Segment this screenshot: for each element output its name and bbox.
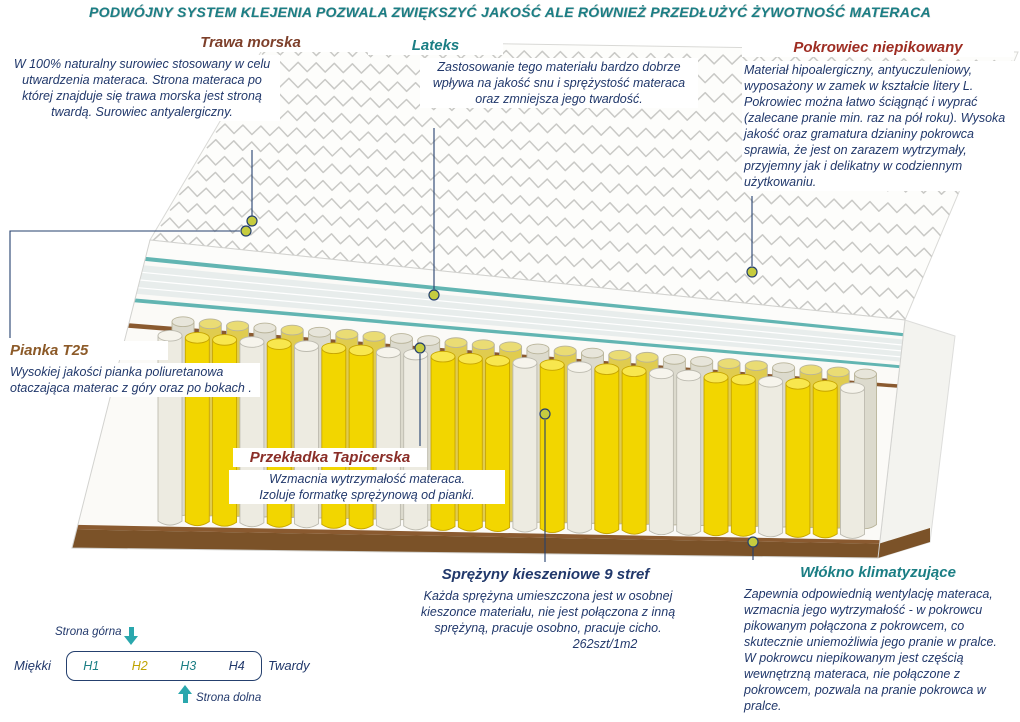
soft-label: Miękki	[14, 658, 51, 673]
callout-title-trawa-morska: Trawa morska	[128, 33, 373, 53]
arrow-head	[178, 685, 192, 694]
callout-body-sprezyny: Każda sprężyna umieszczona jest w osobne…	[412, 587, 684, 637]
front-cross-section	[71, 239, 906, 559]
main-header: PODWÓJNY SYSTEM KLEJENIA POZWALA ZWIĘKSZ…	[89, 4, 931, 20]
hardness-h2: H2	[131, 659, 148, 673]
hardness-h1: H1	[83, 659, 100, 673]
callout-body-trawa-morska: W 100% naturalny surowiec stosowany w ce…	[4, 55, 280, 121]
arrow-up-icon	[178, 685, 192, 703]
callout-body-wlokno: Zapewnia odpowiednią wentylację materaca…	[742, 585, 1014, 715]
callout-title-przekladka: Przekładka Tapicerska	[233, 448, 427, 468]
arrow-stem	[128, 627, 134, 636]
callout-body-pokrowiec: Materiał hipoalergiczny, antyuczuleniowy…	[742, 61, 1018, 191]
arrow-head	[124, 636, 138, 645]
springs-count-label: 262szt/1m2	[572, 637, 638, 651]
hard-label: Twardy	[268, 658, 310, 673]
callout-title-pokrowiec: Pokrowiec niepikowany	[742, 38, 1014, 58]
callout-body-lateks: Zastosowanie tego materiału bardzo dobrz…	[420, 58, 698, 108]
callout-title-lateks: Lateks	[368, 36, 503, 56]
arrow-stem	[182, 694, 188, 703]
callout-title-sprezyny: Sprężyny kieszeniowe 9 stref	[418, 565, 673, 585]
callout-body-pianka: Wysokiej jakości pianka poliuretanowa ot…	[8, 363, 260, 397]
hardness-h4: H4	[228, 659, 245, 673]
top-side-label: Strona górna	[55, 626, 122, 638]
arrow-down-icon	[124, 627, 138, 645]
callout-title-wlokno: Włókno klimatyzujące	[742, 563, 1014, 583]
callout-title-pianka: Pianka T25	[8, 341, 168, 361]
callout-lines	[9, 128, 759, 562]
bottom-side-label: Strona dolna	[196, 692, 262, 704]
pocket-springs	[157, 316, 877, 539]
hardness-scale: H1 H2 H3 H4	[66, 651, 262, 681]
hardness-h3: H3	[180, 659, 197, 673]
callout-body-przekladka: Wzmacnia wytrzymałość materaca. Izoluje …	[229, 470, 505, 504]
